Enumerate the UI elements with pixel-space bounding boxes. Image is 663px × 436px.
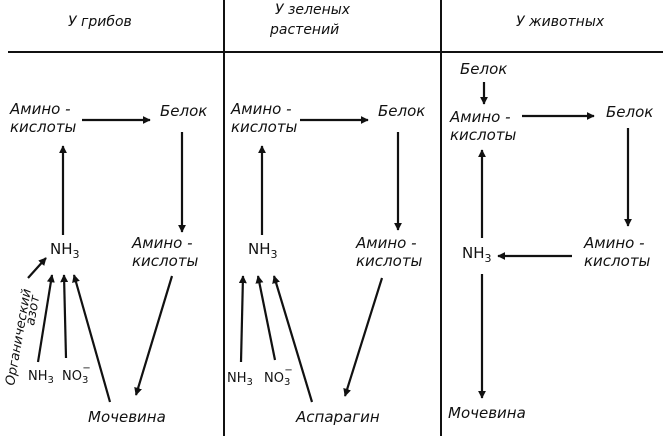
fungi-nh3-small: NH3 [28, 369, 54, 386]
fungi-no3-main: NO [62, 369, 82, 384]
header-plants-line1: У зеленых [275, 2, 351, 18]
fungi-nh3: NH3 [50, 240, 80, 261]
plants-nh3-main: NH [248, 240, 271, 258]
animals-amino-acids-top-line2: кислоты [450, 126, 517, 144]
plants-amino-acids-mid-line2: кислоты [356, 252, 423, 270]
animals-urea: Мочевина [448, 404, 526, 422]
fungi-urea: Мочевина [88, 408, 166, 426]
fungi-amino-acids-top-line2: кислоты [10, 118, 77, 136]
fungi-amino-acids-top-line1: Амино - [9, 100, 71, 118]
plants-nh3-small: NH3 [227, 371, 253, 388]
animals-protein: Белок [606, 103, 653, 121]
plants-amino-acids-top-line2: кислоты [231, 118, 298, 136]
plants-no3-sup: − [284, 365, 292, 376]
plants-no3: NO3− [264, 365, 293, 388]
fungi-amino-acids-mid-line1: Амино - [131, 234, 193, 252]
fungi-arrow-no3-to-nh3 [60, 274, 69, 359]
fungi-no3: NO3− [62, 363, 91, 386]
plants-no3-sub: 3 [284, 377, 290, 388]
fungi-arrow-amino-to-urea [134, 275, 174, 396]
fungi-no3-sub: 3 [82, 375, 88, 386]
animals-amino-acids-top-line1: Амино - [449, 108, 511, 126]
column-animals: Белок Амино - кислоты Белок Амино - кисл… [448, 60, 653, 422]
header-plants-line2: растений [269, 22, 339, 38]
column-fungi: Амино - кислоты Белок NH3 Амино - кислот… [3, 100, 207, 426]
fungi-nh3-small-sub: 3 [48, 375, 54, 386]
plants-no3-main: NO [264, 371, 284, 386]
plants-nh3: NH3 [248, 240, 278, 261]
plants-arrow-asparagine-to-nh3 [272, 275, 314, 403]
header-animals: У животных [516, 14, 605, 30]
fungi-organic-nitrogen-line2: азот [23, 294, 43, 327]
animals-nh3-main: NH [462, 244, 485, 262]
fungi-amino-acids-mid-line2: кислоты [132, 252, 199, 270]
fungi-nh3-main: NH [50, 240, 73, 258]
animals-protein-top: Белок [460, 60, 507, 78]
plants-arrow-amino-to-asparagine [343, 277, 384, 397]
plants-amino-acids-mid-line1: Амино - [355, 234, 417, 252]
animals-nh3-sub: 3 [485, 252, 492, 265]
fungi-arrow-nh3small-to-nh3 [36, 274, 55, 363]
fungi-nh3-sub: 3 [73, 248, 80, 261]
fungi-no3-sup: − [82, 363, 90, 374]
fungi-protein: Белок [160, 102, 207, 120]
plants-arrow-nh3small-to-nh3 [238, 275, 247, 363]
plants-protein: Белок [378, 102, 425, 120]
plants-nh3-sub: 3 [271, 248, 278, 261]
fungi-arrow-urea-to-nh3 [72, 274, 112, 403]
header-fungi: У грибов [68, 14, 132, 30]
animals-nh3: NH3 [462, 244, 492, 265]
fungi-arrow-organic-to-nh3 [27, 257, 47, 279]
animals-amino-acids-mid-line1: Амино - [583, 234, 645, 252]
plants-nh3-small-main: NH [227, 371, 247, 386]
plants-arrow-no3-to-nh3 [255, 275, 277, 361]
plants-amino-acids-top-line1: Амино - [230, 100, 292, 118]
column-plants: Амино - кислоты Белок NH3 Амино - кислот… [227, 100, 425, 426]
plants-nh3-small-sub: 3 [247, 377, 253, 388]
fungi-nh3-small-main: NH [28, 369, 48, 384]
animals-amino-acids-mid-line2: кислоты [584, 252, 651, 270]
plants-asparagine: Аспарагин [295, 408, 380, 426]
